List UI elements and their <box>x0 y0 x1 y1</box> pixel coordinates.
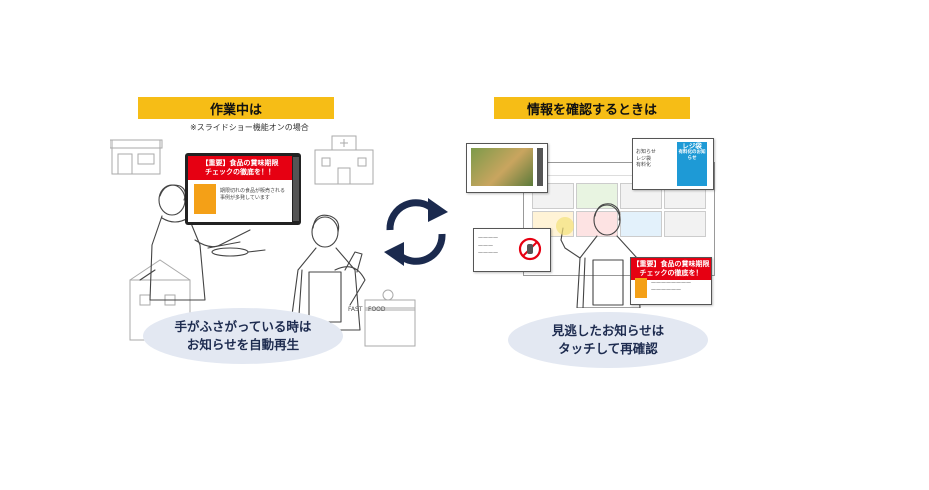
right-caption-line2: タッチして再確認 <box>558 341 658 356</box>
blue-notice-card[interactable]: お知らせレジ袋有料化 レジ袋 有料化のお知らせ <box>632 138 714 190</box>
blue-card-title: レジ袋 <box>682 142 702 150</box>
fast-sign: FAST <box>348 306 363 313</box>
staff-figure <box>556 203 641 308</box>
right-title-bar: 情報を確認するときは <box>494 97 690 119</box>
right-caption-line1: 見逃したお知らせは <box>551 322 665 338</box>
left-caption-line2: お知らせを自動再生 <box>186 337 300 352</box>
popup-card-left[interactable]: ——————————— <box>473 228 551 272</box>
shop-icon <box>110 139 163 175</box>
left-title: 作業中は <box>209 102 262 118</box>
screen-text: 期限切れの食品が販売される事例が多発しています <box>220 188 286 201</box>
hand-stop-icon <box>518 237 542 261</box>
food-sign: FOOD <box>368 306 386 313</box>
product-image <box>194 184 216 214</box>
left-title-bar: 作業中は <box>138 97 334 119</box>
slideshow-note: ※スライドショー機能オンの場合 <box>190 123 309 132</box>
left-caption-bubble: 手がふさがっている時は お知らせを自動再生 <box>143 308 343 364</box>
left-caption-line1: 手がふさがっている時は <box>174 318 312 334</box>
screen-headline-1: 【重要】食品の賞味期限 <box>201 159 279 167</box>
refresh-cycle-icon <box>384 198 448 266</box>
screen-headline-2: チェックの徹底を！！ <box>205 167 275 176</box>
right-caption-bubble: 見逃したお知らせは タッチして再確認 <box>508 312 708 368</box>
blue-card-sub: 有料化のお知らせ <box>678 150 706 162</box>
photo-card[interactable] <box>466 143 548 193</box>
hospital-icon <box>314 135 374 185</box>
signage-screen-left: 【重要】食品の賞味期限 チェックの徹底を！！ 期限切れの食品が販売される事例が多… <box>185 153 301 225</box>
right-title: 情報を確認するときは <box>526 102 657 118</box>
popup-headline-2: チェックの徹底を！ <box>639 268 703 277</box>
popup-headline-1: 【重要】食品の賞味期限 <box>632 260 710 268</box>
red-notice-popup[interactable]: 【重要】食品の賞味期限 チェックの徹底を！ —————————————— <box>630 257 712 305</box>
